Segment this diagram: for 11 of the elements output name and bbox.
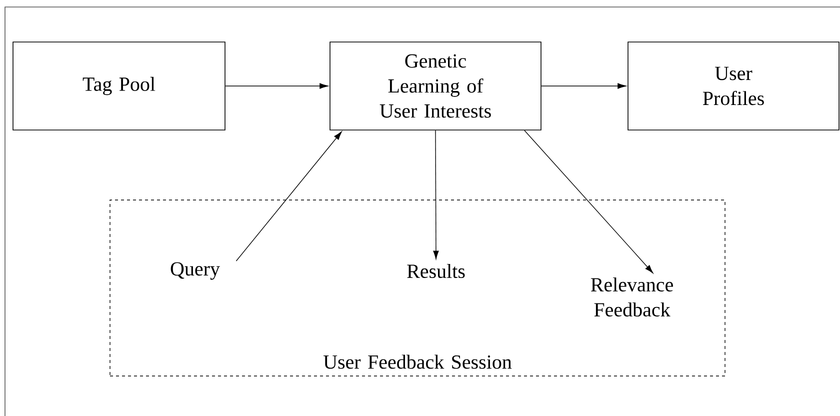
- process-box: Tag Pool: [12, 42, 226, 130]
- arrow: [225, 83, 328, 89]
- process-box: User Profiles: [628, 42, 840, 130]
- process-box: Genetic Learning of User Interests: [330, 42, 542, 130]
- arrow: [541, 83, 626, 89]
- arrow: [524, 130, 654, 274]
- step-label: Results: [407, 264, 465, 278]
- step-label: Relevance Feedback: [590, 277, 673, 317]
- step-label: Query: [170, 262, 220, 280]
- arrow: [236, 131, 342, 262]
- arrow: [433, 130, 439, 260]
